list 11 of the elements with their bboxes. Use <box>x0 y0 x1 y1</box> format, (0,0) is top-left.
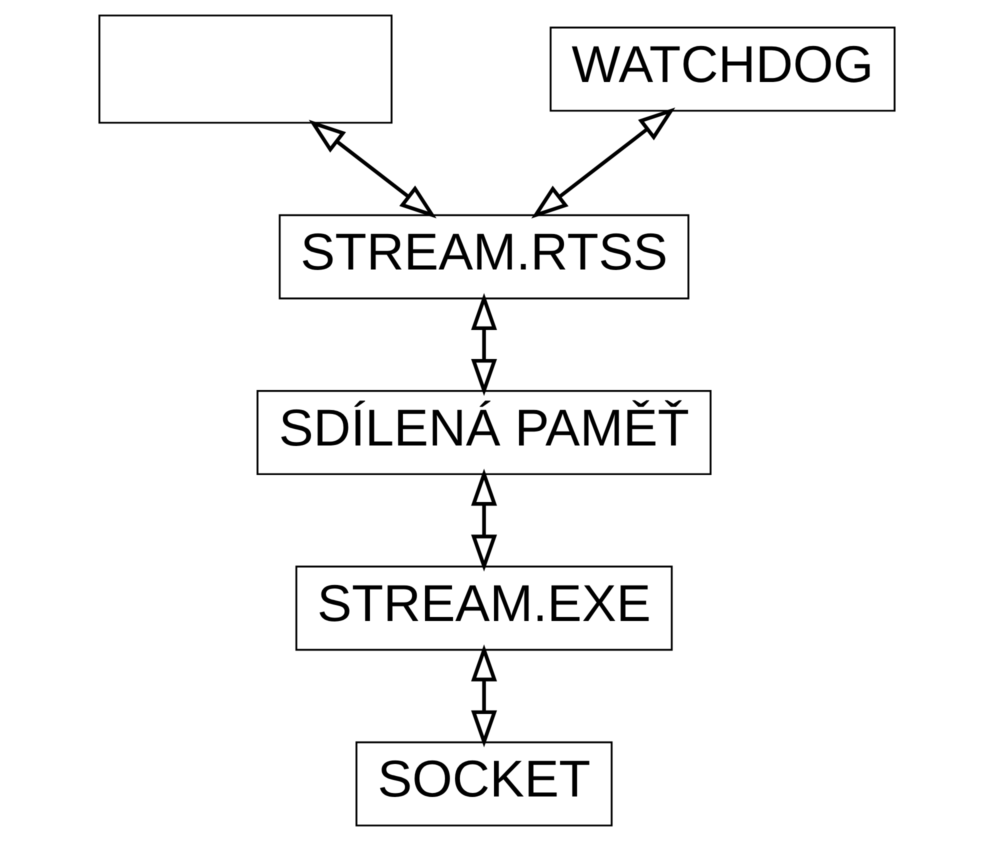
arrow <box>308 120 437 218</box>
node-box: SDÍLENÁ PAMĚŤ <box>256 390 712 476</box>
node-box <box>98 14 393 124</box>
node-box: STREAM.EXE <box>295 566 673 651</box>
arrow <box>471 468 498 572</box>
node-box: SOCKET <box>356 741 613 826</box>
node-box: WATCHDOG <box>550 26 896 112</box>
arrow <box>471 292 498 396</box>
arrow <box>471 644 498 748</box>
node-box: STREAM.RTSS <box>278 214 690 300</box>
arrow <box>531 107 676 219</box>
